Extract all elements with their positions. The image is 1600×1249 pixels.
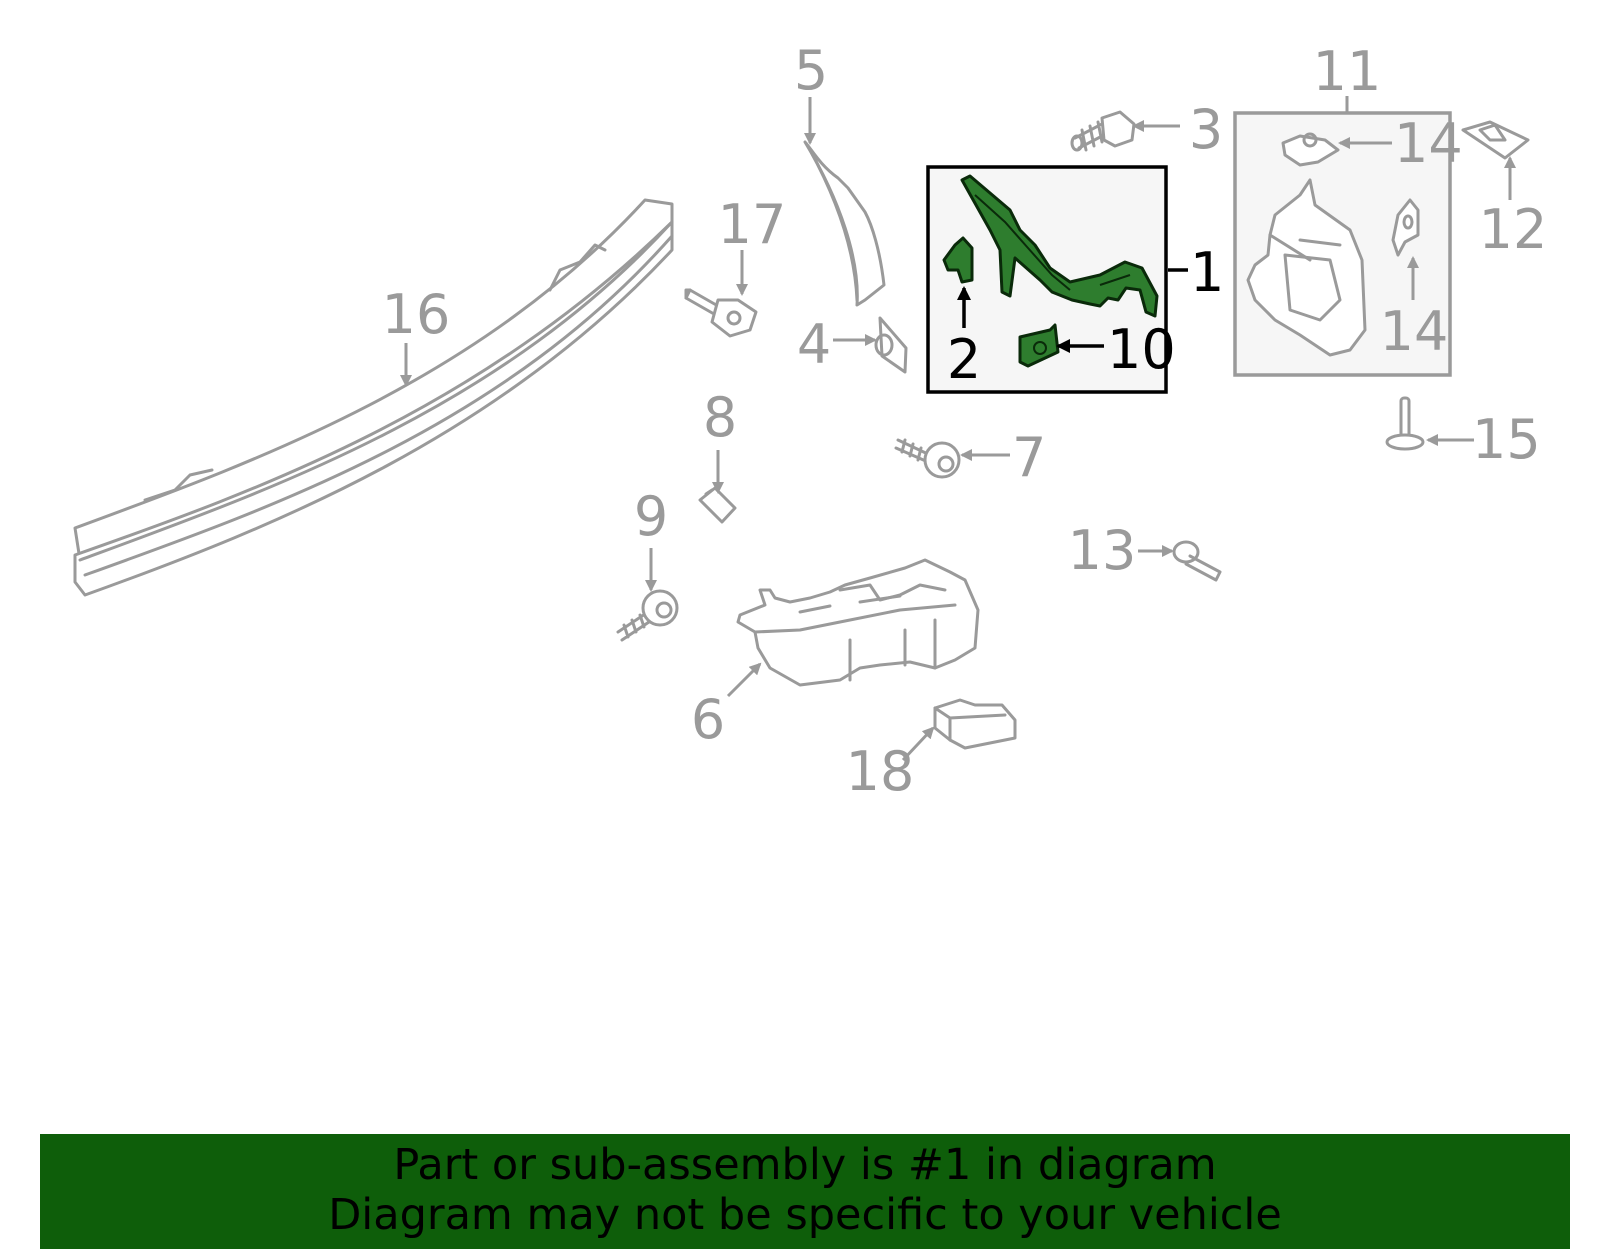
callout-16: 16 <box>382 283 451 346</box>
callout-14-lower: 14 <box>1380 300 1449 363</box>
footer-banner: Part or sub-assembly is #1 in diagram Di… <box>40 1134 1570 1249</box>
footer-line-2: Diagram may not be specific to your vehi… <box>328 1190 1282 1240</box>
callout-4: 4 <box>797 313 831 376</box>
callout-10: 10 <box>1107 318 1176 381</box>
part-15-pin <box>1385 396 1425 451</box>
callout-5: 5 <box>794 39 828 102</box>
leader-6 <box>726 662 762 698</box>
footer-line-1: Part or sub-assembly is #1 in diagram <box>393 1140 1217 1190</box>
part-5-side-bracket <box>803 140 886 307</box>
part-1-assembly-box <box>926 165 1168 394</box>
part-18-pad <box>933 698 1017 750</box>
part-2-clip <box>942 236 974 284</box>
callout-13: 13 <box>1068 519 1137 582</box>
leader-18 <box>901 726 935 762</box>
callout-2: 2 <box>947 328 981 391</box>
part-3-bolt <box>1070 110 1136 152</box>
callout-11: 11 <box>1313 40 1382 103</box>
callout-3: 3 <box>1189 98 1223 161</box>
part-9-bolt <box>616 589 679 642</box>
part-6-bracket <box>736 558 980 687</box>
part-13-bolt <box>1172 540 1222 582</box>
leader-lines <box>400 96 1516 762</box>
callout-1: 1 <box>1190 241 1224 304</box>
callout-17: 17 <box>718 193 787 256</box>
part-11-bracket <box>1246 178 1367 357</box>
part-16-reinforcement-beam <box>73 198 674 597</box>
callout-18: 18 <box>846 740 915 803</box>
callout-12: 12 <box>1479 198 1548 261</box>
part-11-group-box <box>1233 111 1452 377</box>
part-4-clip-nut <box>874 316 908 374</box>
callout-15: 15 <box>1472 408 1541 471</box>
part-8-clip <box>698 486 737 524</box>
part-7-bolt <box>894 438 961 479</box>
part-12-clip <box>1461 120 1530 160</box>
part-17-bolt <box>684 288 758 338</box>
callout-6: 6 <box>691 688 725 751</box>
callout-8: 8 <box>703 386 737 449</box>
callout-9: 9 <box>634 485 668 548</box>
callout-14-upper: 14 <box>1394 112 1463 175</box>
part-1-bracket <box>960 174 1159 318</box>
callout-7: 7 <box>1012 426 1046 489</box>
